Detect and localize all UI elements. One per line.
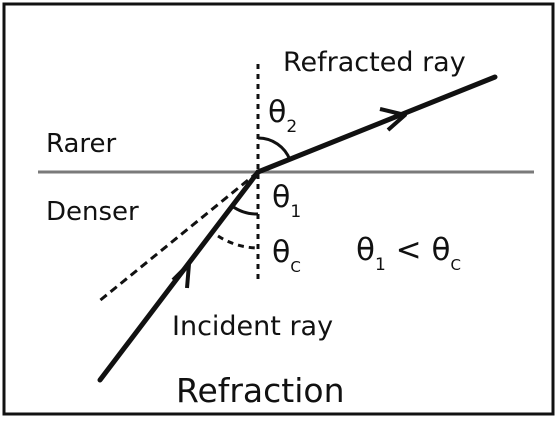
thetaC-arc <box>217 234 259 250</box>
refracted-arrowhead <box>379 107 407 132</box>
angle-relation: θ1 < θC <box>356 232 461 275</box>
theta1-arc <box>231 204 259 216</box>
theta1-label: θ1 <box>272 180 301 222</box>
diagram-frame <box>2 2 555 416</box>
refracted-ray-label: Refracted ray <box>283 47 466 78</box>
refracted-ray <box>255 74 498 175</box>
incident-arrowhead <box>171 262 191 289</box>
theta2-label: θ2 <box>268 95 297 137</box>
caption-title: Refraction <box>176 371 345 410</box>
denser-label: Denser <box>46 197 139 227</box>
theta2-arc <box>257 136 292 161</box>
incident-ray-label: Incident ray <box>172 311 333 342</box>
rarer-label: Rarer <box>46 129 117 159</box>
critical-ray-extension <box>97 170 259 304</box>
thetaC-label: θC <box>272 235 301 276</box>
